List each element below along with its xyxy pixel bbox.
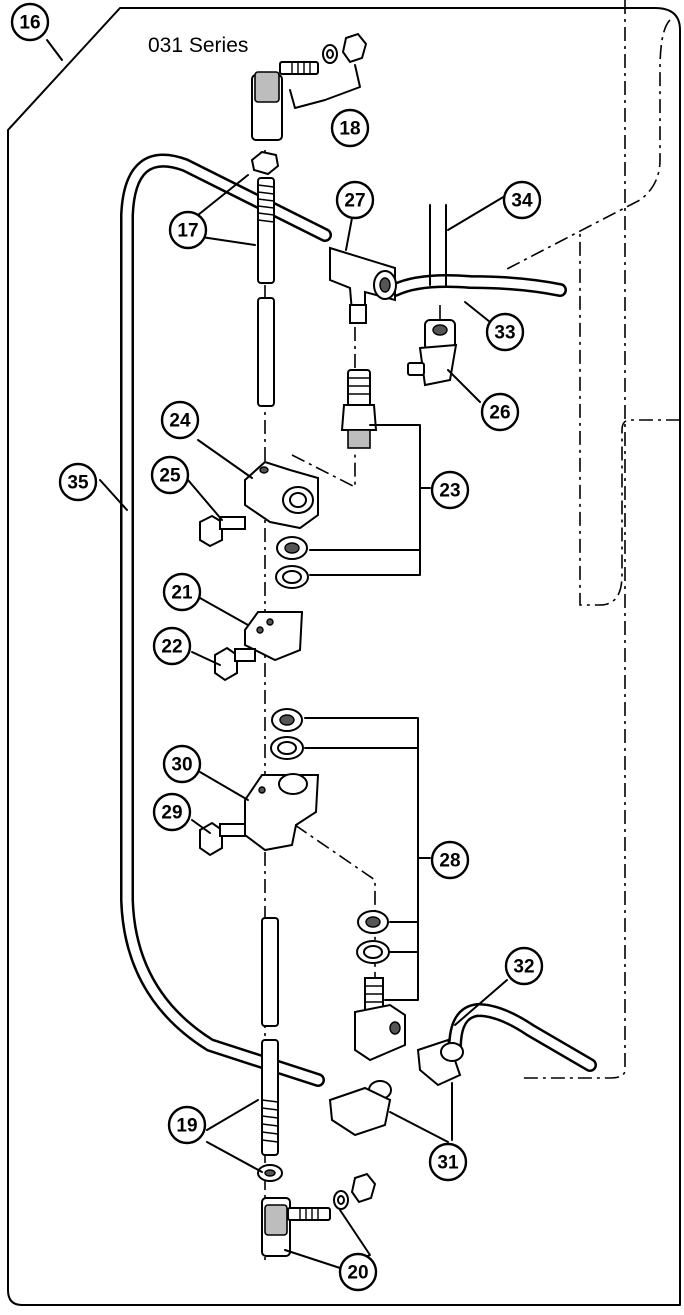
- part-21-bracket: [244, 611, 304, 662]
- callout-23-label: 23: [439, 481, 460, 502]
- part-19-rod: [257, 917, 283, 1182]
- tube-32-core: [450, 1005, 595, 1070]
- series-title: 031 Series: [148, 34, 248, 57]
- part-25-bolt: [199, 514, 246, 548]
- centerline: [294, 824, 376, 1000]
- callout-23: 23: [430, 470, 470, 510]
- callout-35: 35: [58, 462, 98, 502]
- callout-25: 25: [150, 455, 190, 495]
- part-23-fitting: [275, 369, 378, 589]
- callout-16-label: 16: [19, 13, 40, 34]
- callout-31: 31: [428, 1142, 468, 1182]
- callout-29: 29: [152, 792, 192, 832]
- callout-35-label: 35: [67, 473, 89, 494]
- callout-27-label: 27: [344, 191, 365, 212]
- callout-28-label: 28: [439, 851, 460, 872]
- callout-21-label: 21: [171, 583, 193, 604]
- boundary-line: [504, 19, 671, 271]
- part-31-fittings: [328, 977, 464, 1137]
- callout-22: 22: [152, 626, 192, 666]
- part-22-bolt: [214, 646, 256, 682]
- callout-16: 16: [10, 2, 50, 42]
- tube-33-core: [390, 276, 565, 295]
- callout-26: 26: [480, 392, 520, 432]
- callout-32-label: 32: [513, 957, 534, 978]
- callout-19-label: 19: [176, 1116, 197, 1137]
- callout-24-label: 24: [169, 411, 191, 432]
- callout-29-label: 29: [161, 803, 182, 824]
- boundary-line: [579, 230, 680, 606]
- callout-34: 34: [502, 180, 542, 220]
- callout-33: 33: [485, 312, 525, 352]
- callout-27: 27: [335, 180, 375, 220]
- tube-35-core: [122, 156, 330, 1085]
- part-17-rod: [250, 150, 280, 407]
- callout-20: 20: [338, 1252, 378, 1292]
- callout-18: 18: [330, 108, 370, 148]
- callout-19: 19: [167, 1105, 207, 1145]
- callout-17-label: 17: [177, 221, 198, 242]
- part-30-bracket: [244, 773, 320, 852]
- callout-31-label: 31: [437, 1153, 459, 1174]
- callout-17: 17: [168, 210, 208, 250]
- callout-30: 30: [162, 744, 202, 784]
- callout-34-label: 34: [511, 191, 533, 212]
- part-28-washers: [270, 708, 390, 964]
- callout-24: 24: [160, 400, 200, 440]
- callout-28: 28: [430, 840, 470, 880]
- callout-20-label: 20: [347, 1263, 368, 1284]
- callout-26-label: 26: [489, 403, 510, 424]
- callout-21: 21: [162, 572, 202, 612]
- outer-frame: [7, 7, 681, 1306]
- part-29-bolt: [199, 821, 246, 857]
- callout-22-label: 22: [161, 637, 182, 658]
- part-26-elbow: [407, 319, 458, 387]
- callout-30-label: 30: [171, 755, 192, 776]
- part-27-t-fitting: [329, 246, 397, 324]
- part-20-fitting: [261, 1172, 377, 1257]
- callout-33-label: 33: [494, 323, 515, 344]
- part-24-bracket: [244, 460, 319, 530]
- part-18-fitting: [251, 32, 368, 141]
- callout-32: 32: [504, 946, 544, 986]
- callout-18-label: 18: [339, 119, 360, 140]
- boundary-line: [520, 0, 626, 1079]
- callout-25-label: 25: [159, 466, 181, 487]
